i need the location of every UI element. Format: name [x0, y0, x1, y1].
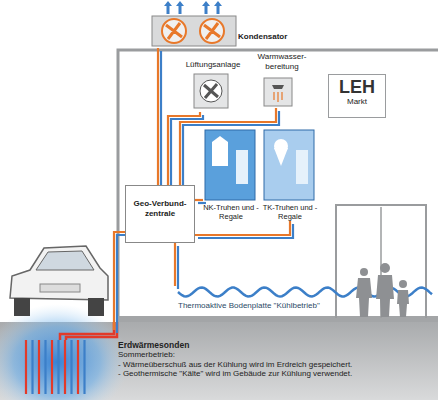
warm-pipe	[114, 232, 125, 330]
node-label: Markt	[331, 97, 383, 107]
people	[356, 263, 409, 317]
door-frame	[336, 205, 426, 318]
node-box: Geo-Verbund- zentrale	[125, 185, 195, 243]
cold-pipe	[160, 51, 162, 188]
ventilation-icon	[194, 74, 228, 108]
cabinet	[205, 130, 255, 200]
ice-cone	[274, 148, 288, 166]
person-head	[360, 268, 368, 276]
ground-probes	[26, 322, 117, 394]
building	[116, 50, 438, 322]
condenser-housing	[152, 16, 236, 46]
building-wall	[118, 50, 438, 318]
person-body	[356, 278, 372, 317]
pipe-connector	[180, 108, 279, 188]
warm-pipe	[157, 48, 159, 185]
node-label: LEH	[331, 78, 383, 97]
tk-cabinet	[264, 130, 314, 200]
fan	[200, 80, 222, 102]
thermometer	[236, 150, 248, 184]
nk-cabinet	[205, 130, 255, 200]
cold-pipe	[177, 246, 179, 289]
node-box: TK-Truhen und -Regale	[262, 130, 318, 221]
node-box: Lüftungsanlage	[178, 60, 248, 112]
pipe-connector	[158, 48, 161, 188]
air-arrow	[164, 1, 222, 6]
warm-pipe	[180, 108, 276, 185]
node-label: Warmwasser- bereitung	[252, 52, 312, 71]
cold-pipe	[117, 235, 128, 333]
probe-rods	[26, 340, 85, 394]
ground-glow	[0, 304, 129, 400]
node-label: NK-Truhen und -Regale	[203, 203, 259, 221]
cabinet	[264, 130, 314, 200]
child-body	[397, 290, 409, 317]
ventilation-box	[194, 74, 228, 108]
milk-carton	[212, 142, 228, 166]
milk-carton-top	[212, 136, 228, 142]
cold-pipe	[198, 224, 293, 238]
node-label: Lüftungsanlage	[178, 60, 248, 70]
node-box: ErdwärmesondenSommerbetrieb:- Wärmeübers…	[6, 330, 434, 396]
node-box: Kondensator	[150, 2, 290, 48]
wheel	[14, 298, 30, 316]
cold-pipe	[183, 111, 279, 188]
probe-rod	[44, 340, 46, 394]
node-box: Warmwasser- bereitung	[252, 52, 312, 108]
fan-blades	[166, 23, 220, 39]
node-label: TK-Truhen und -Regale	[262, 203, 318, 221]
warm-pipe	[195, 199, 203, 201]
air-flow	[168, 4, 218, 14]
person-body	[376, 275, 394, 317]
child-head	[399, 280, 407, 288]
node-label: Geo-Verbund- zentrale	[128, 199, 192, 218]
water-jets	[274, 92, 282, 102]
probe-rod	[51, 340, 53, 394]
floor-slab	[116, 316, 438, 322]
probe-rod	[38, 340, 40, 394]
pipe-connector	[195, 200, 206, 203]
car-window	[36, 251, 94, 270]
ground	[0, 322, 438, 400]
node-box: LEHMarkt	[328, 74, 386, 118]
car-body	[10, 246, 108, 300]
number-plate	[40, 284, 80, 292]
fan-blades	[204, 84, 218, 98]
condenser-fans	[152, 1, 236, 46]
pipe-connector	[114, 232, 128, 333]
probe-rod	[64, 340, 66, 394]
wheel	[88, 298, 104, 316]
shower-icon	[264, 78, 292, 106]
node-label: Erdwärmesonden	[118, 340, 434, 350]
floor-heating-pipe	[178, 288, 432, 297]
probe-feed	[60, 322, 117, 340]
car	[10, 246, 108, 316]
node-label: - Wärmeüberschuß aus der Kühlung wird im…	[118, 360, 434, 370]
probe-rod	[31, 340, 33, 394]
warm-pipe	[174, 243, 176, 286]
probe-rod	[70, 340, 72, 394]
pipe-connector	[195, 221, 293, 238]
probe-rod	[57, 340, 59, 394]
water-heater-box	[264, 78, 292, 106]
probe-rod	[83, 340, 85, 394]
warm-pipe	[195, 221, 290, 235]
node-label: - Geothermische "Kälte" wird im Gebäude …	[118, 369, 434, 379]
pipe-connector	[168, 112, 203, 188]
node-label: Thermoaktive Bodenplatte "Kühlbetrieb"	[178, 301, 438, 311]
probe-rod	[77, 340, 79, 394]
floor-pipe	[178, 288, 432, 297]
node-box: Thermoaktive Bodenplatte "Kühlbetrieb"	[120, 286, 438, 316]
thermometer	[296, 150, 308, 184]
person-head	[380, 263, 390, 273]
node-label: Sommerbetrieb:	[118, 350, 434, 360]
probe-rod	[25, 340, 27, 394]
node-box: NK-Truhen und -Regale	[203, 130, 259, 221]
shower-head	[272, 85, 284, 89]
node-label: Kondensator	[238, 32, 290, 42]
pipe-connector	[175, 243, 178, 289]
